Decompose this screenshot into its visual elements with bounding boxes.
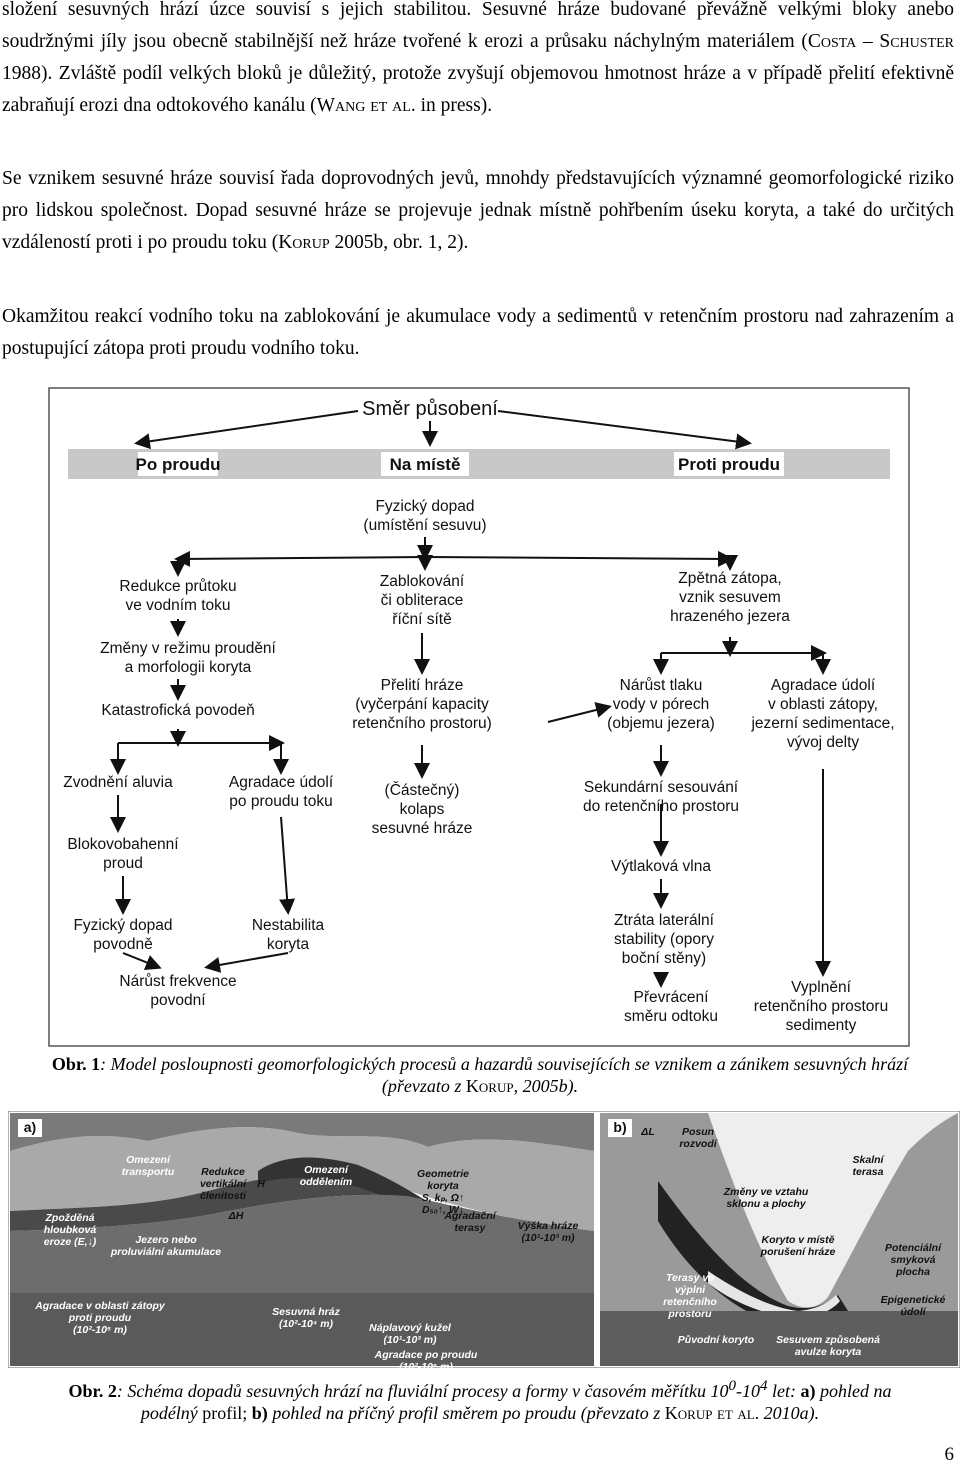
caption-text: 2010a).	[759, 1403, 819, 1423]
box-katas: Katastrofická povodeň	[101, 702, 254, 719]
paragraph-phenomena: Se vznikem sesuvné hráze souvisí řada do…	[2, 163, 954, 259]
caption-sup: 0	[729, 1378, 737, 1394]
label-a-sesuv: Sesuvná hráz(10²-10⁴ m)	[272, 1306, 340, 1330]
page-number: 6	[945, 1444, 955, 1466]
caption-text: profil;	[198, 1403, 252, 1423]
label-a-vyska: Výška hráze(10¹-10³ m)	[518, 1220, 579, 1244]
heading-downstream: Po proudu	[136, 455, 221, 474]
label-b-puvodni: Původní koryto	[678, 1334, 755, 1346]
box-vytl: Výtlaková vlna	[611, 858, 711, 875]
paragraph-text: in press).	[416, 95, 492, 116]
caption-text: : Model posloupnosti geomorfologických p…	[100, 1054, 908, 1074]
caption-text: (převzato z	[382, 1076, 466, 1096]
label-b-dL: ΔL	[640, 1126, 654, 1138]
figure-number: Obr. 2	[68, 1381, 116, 1401]
label-a-dH: ΔH	[228, 1210, 244, 1222]
citation: Korup	[278, 232, 329, 253]
caption-text: let:	[768, 1381, 801, 1401]
caption-text: pohled na příčný profil směrem po proudu…	[268, 1403, 665, 1423]
figure-number: Obr. 1	[52, 1054, 100, 1074]
caption-text: pohled na	[816, 1381, 892, 1401]
citation: Wang et al.	[317, 95, 416, 116]
caption-sup: 4	[760, 1378, 768, 1394]
caption-text: podélný	[141, 1403, 198, 1423]
paragraph-text: Okamžitou reakcí vodního toku na zabloko…	[2, 306, 954, 359]
caption-text: -10	[736, 1381, 760, 1401]
panel-a-tag: a)	[24, 1119, 36, 1135]
citation: Costa – Schuster	[808, 31, 954, 52]
figure-2-caption: Obr. 2: Schéma dopadů sesuvných hrází na…	[0, 1375, 960, 1424]
caption-bold: b)	[252, 1403, 268, 1423]
caption-text: , 2005b).	[514, 1076, 579, 1096]
heading-upstream: Proti proudu	[678, 455, 780, 474]
caption-bold: a)	[801, 1381, 816, 1401]
panel-b-tag: b)	[613, 1119, 626, 1135]
caption-text: : Schéma dopadů sesuvných hrází na fluvi…	[117, 1381, 729, 1401]
paragraph-text: Se vznikem sesuvné hráze souvisí řada do…	[2, 168, 954, 253]
citation: Korup et al.	[665, 1403, 759, 1423]
paragraph-reaction: Okamžitou reakcí vodního toku na zabloko…	[2, 301, 954, 365]
diagram-title: Směr působení	[362, 398, 498, 420]
figure-1-caption: Obr. 1: Model posloupnosti geomorfologic…	[0, 1053, 960, 1097]
paragraph-stability: složení sesuvných hrází úzce souvisí s j…	[2, 0, 954, 122]
label-a-H: H	[257, 1178, 265, 1190]
paragraph-text: 2005b, obr. 1, 2).	[330, 232, 469, 253]
box-zvod: Zvodnění aluvia	[63, 774, 173, 791]
citation: Korup	[466, 1076, 514, 1096]
heading-in-place: Na místě	[390, 455, 461, 474]
process-flow-diagram: Směr působení Po proudu Na místě Proti p…	[48, 387, 910, 1047]
